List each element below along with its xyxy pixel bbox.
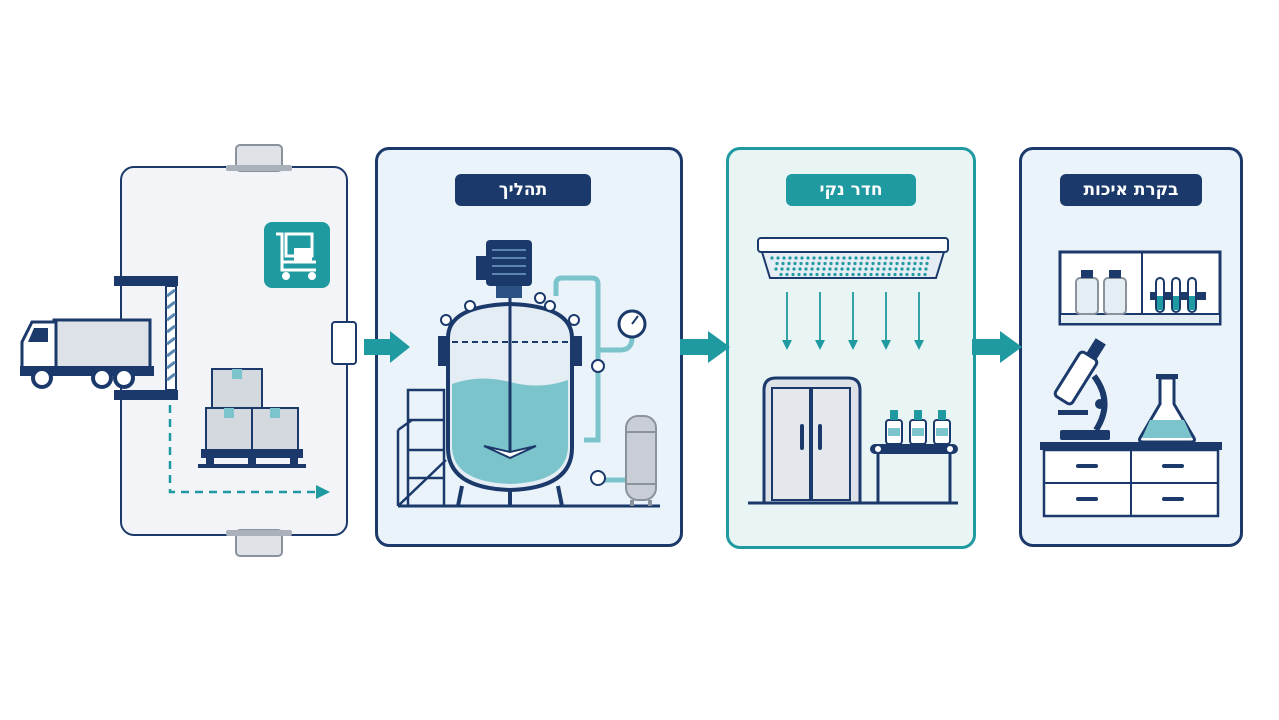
pressure-gauge-icon	[619, 311, 645, 337]
cart-icon	[264, 222, 330, 288]
conveyor-icon	[870, 410, 958, 502]
airflow-arrows-icon	[782, 292, 924, 350]
stage-title-process: תהליך	[455, 174, 591, 206]
arrow-icon	[680, 331, 730, 363]
arrow-icon	[364, 331, 410, 363]
hepa-filter-icon	[758, 238, 948, 278]
bottle-icon	[934, 410, 950, 444]
panel-side-tab	[332, 322, 356, 364]
motor-icon	[476, 240, 532, 298]
panel-latch-top-icon	[226, 145, 292, 171]
flask-icon	[1140, 374, 1195, 442]
microscope-icon	[1054, 338, 1110, 440]
arrow-icon	[972, 331, 1022, 363]
stage-title-quality-control: בקרת איכות	[1060, 174, 1202, 206]
staircase-icon	[398, 390, 446, 506]
lab-bench-icon	[1040, 442, 1222, 516]
bottle-icon	[910, 410, 926, 444]
panel-latch-bottom-icon	[226, 530, 292, 556]
stage-title-cleanroom: חדר נקי	[786, 174, 916, 206]
cleanroom-door-icon	[764, 378, 860, 502]
bottle-icon	[886, 410, 902, 444]
valve-icon	[591, 471, 605, 485]
truck-icon	[20, 320, 154, 387]
cabinet-icon	[1060, 252, 1220, 324]
boxes-icon	[198, 369, 306, 468]
tank-icon	[626, 416, 656, 506]
valve-icon	[592, 360, 604, 372]
